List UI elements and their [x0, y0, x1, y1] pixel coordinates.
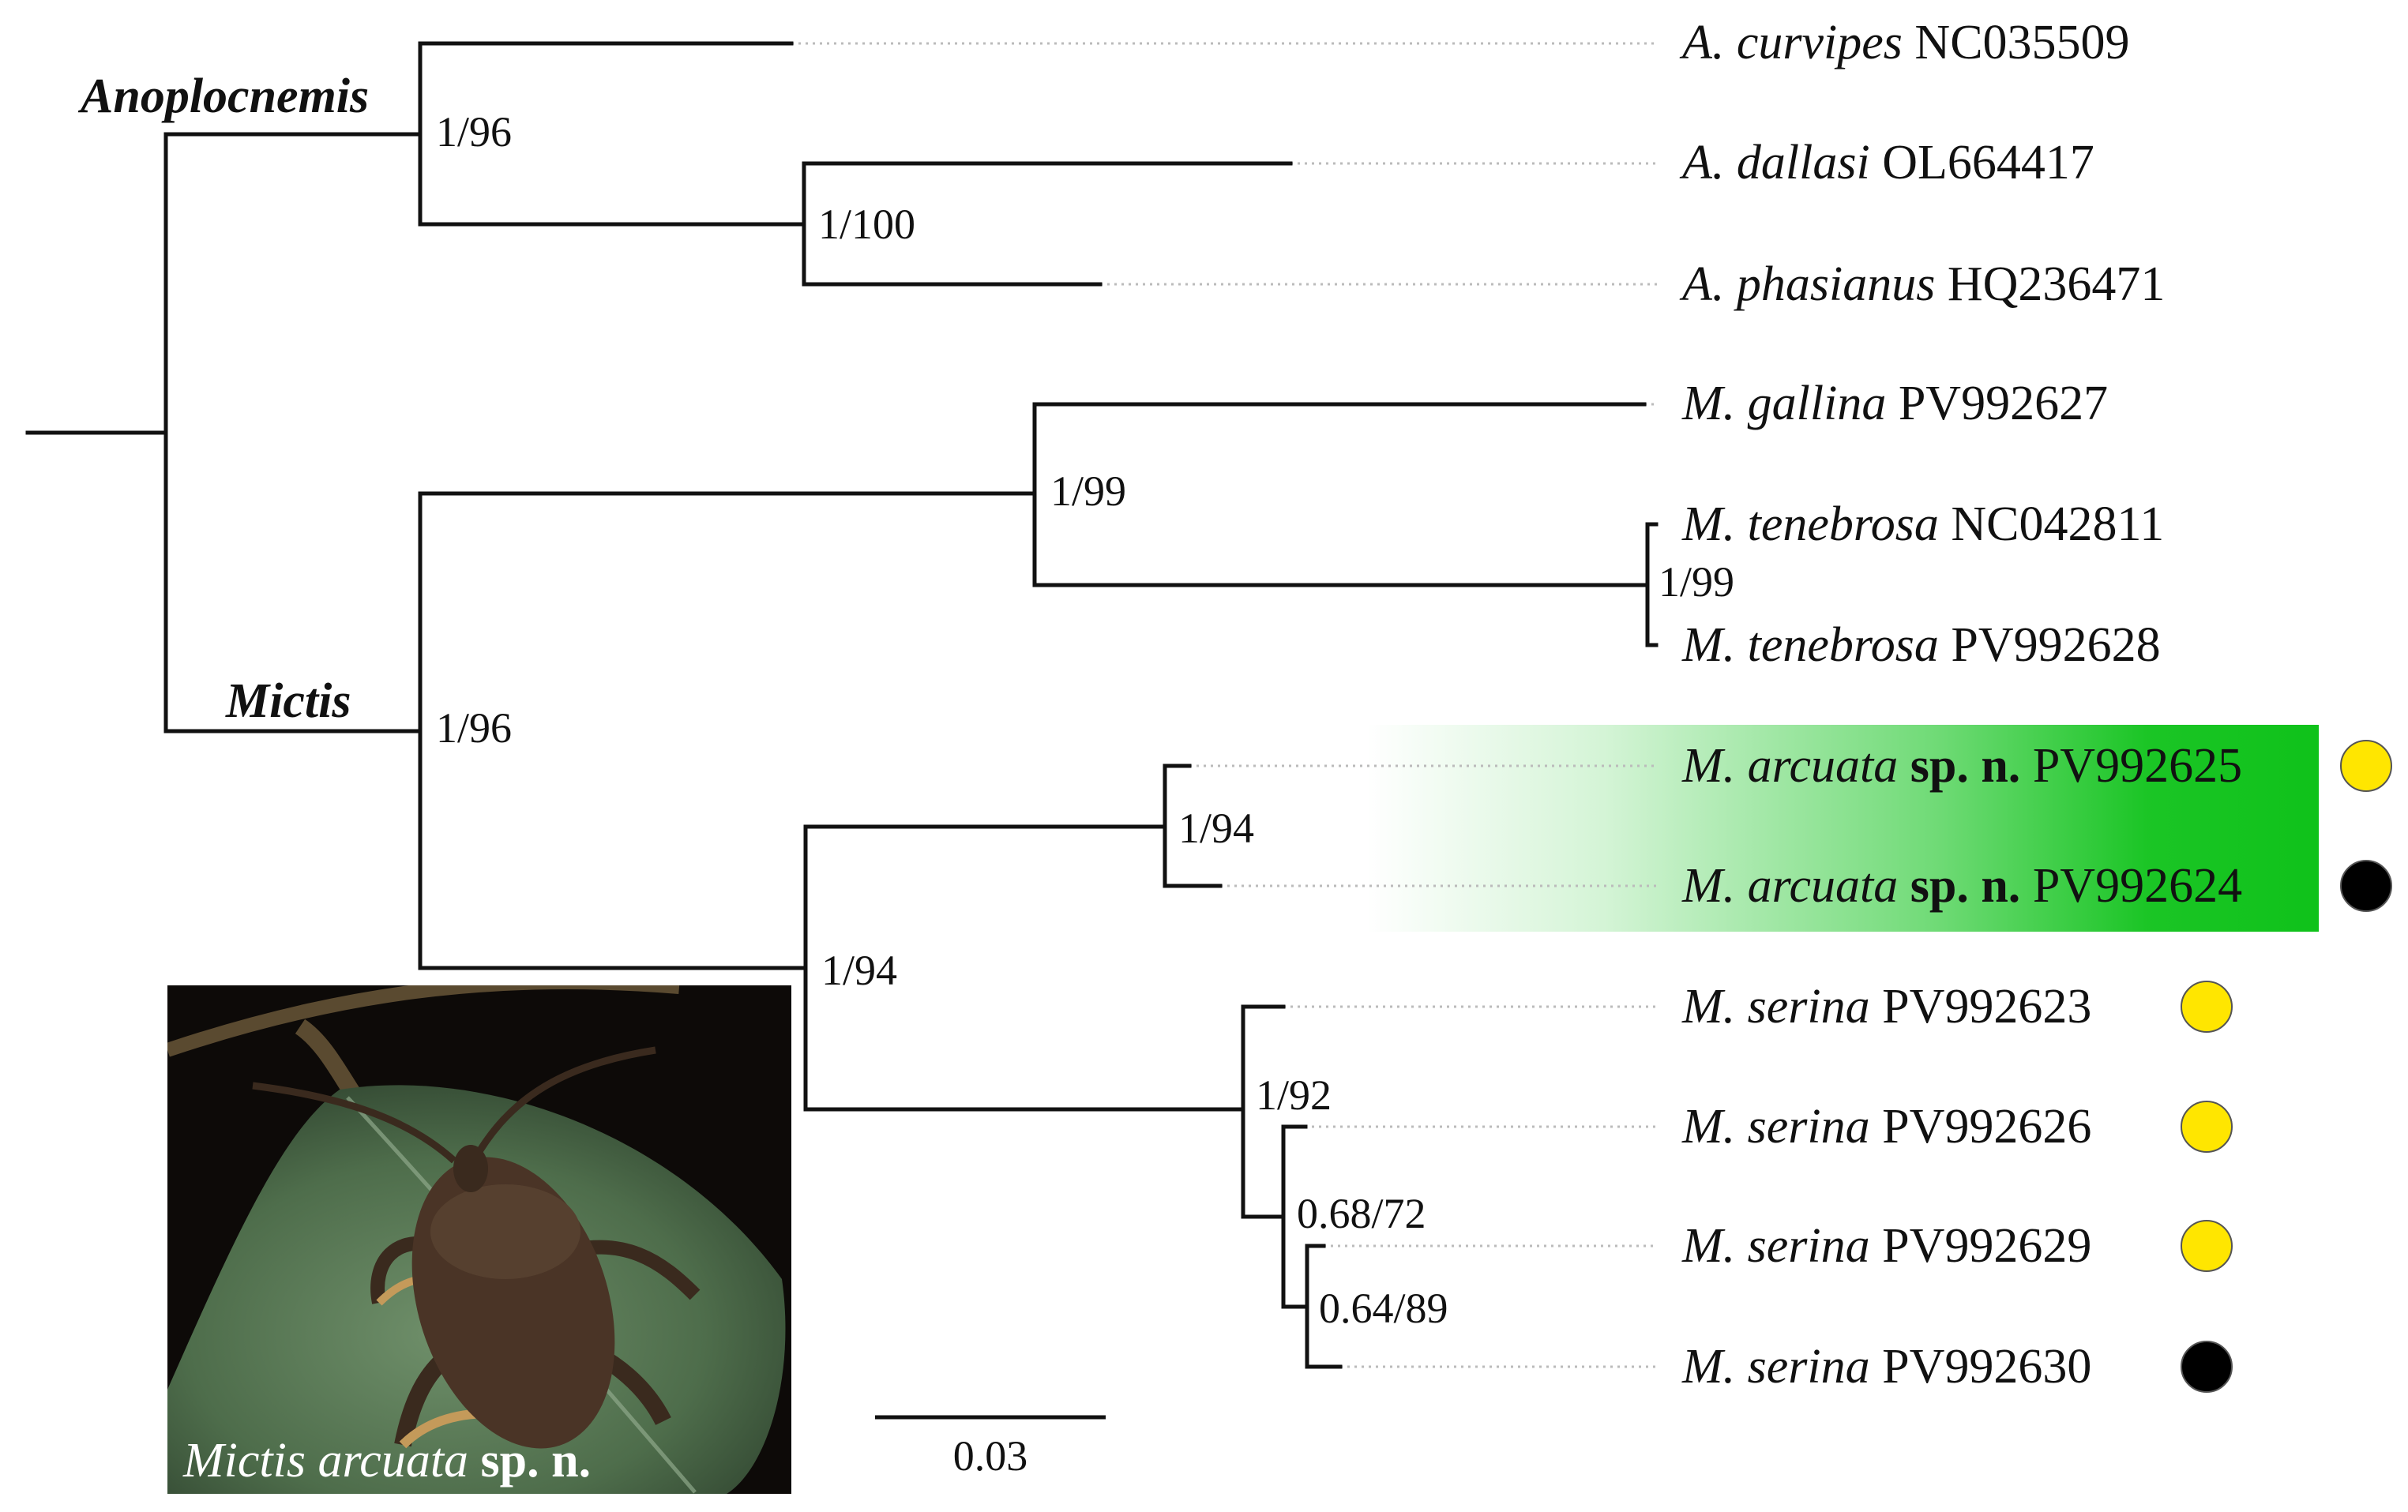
- scale-bar-label: 0.03: [953, 1432, 1028, 1480]
- support-root-anoplocnemis: 1/96: [436, 108, 512, 156]
- tip-label: A. phasianus HQ236471: [1679, 257, 2165, 311]
- support-dallasi-phasianus: 1/100: [818, 201, 915, 248]
- new-species-highlight: [1366, 725, 2319, 932]
- yellow-dot-marker: [2181, 1220, 2233, 1272]
- black-dot-marker: [2181, 1341, 2233, 1393]
- support-serina-clade: 1/92: [1256, 1071, 1332, 1119]
- tip-label: M. tenebrosa PV992628: [1681, 618, 2161, 672]
- support-tenebrosa-pair: 1/99: [1659, 558, 1734, 606]
- tip-label: M. serina PV992629: [1681, 1219, 2091, 1273]
- genus-label-mictis: Mictis: [225, 674, 351, 728]
- photo-caption: Mictis arcuata sp. n.: [182, 1434, 591, 1488]
- support-root-mictis: 1/96: [436, 704, 512, 752]
- yellow-dot-marker: [2181, 981, 2233, 1033]
- support-arcuata-serina: 1/94: [821, 947, 897, 994]
- tip-label: A. dallasi OL664417: [1679, 136, 2094, 189]
- black-dot-marker: [2340, 860, 2392, 912]
- tip-label: M. arcuata sp. n. PV992625: [1681, 739, 2242, 793]
- scale-bar: 0.03: [875, 1415, 1106, 1480]
- genus-label-anoplocnemis: Anoplocnemis: [77, 69, 369, 123]
- tip-label: M. serina PV992626: [1681, 1100, 2091, 1154]
- support-arcuata-pair: 1/94: [1178, 805, 1254, 852]
- specimen-photo: Mictis arcuata sp. n.: [167, 985, 791, 1494]
- yellow-dot-marker: [2181, 1101, 2233, 1153]
- tip-label: M. gallina PV992627: [1681, 377, 2108, 430]
- support-gallina-tenebrosa: 1/99: [1050, 467, 1126, 515]
- tip-label: M. serina PV992630: [1681, 1340, 2091, 1394]
- haplotype-markers: [2181, 740, 2392, 1393]
- support-values: 1/96 1/100 1/96 1/99 1/99 1/94 1/94 1/92…: [436, 108, 1734, 1332]
- support-serina-sub1: 0.68/72: [1297, 1190, 1426, 1237]
- tip-label: M. arcuata sp. n. PV992624: [1681, 859, 2242, 913]
- support-serina-sub2: 0.64/89: [1319, 1285, 1448, 1332]
- tree-branches: [25, 41, 1659, 1369]
- tip-labels: A. curvipes NC035509 A. dallasi OL664417…: [1679, 16, 2242, 1394]
- leader-lines: [791, 42, 1657, 1368]
- yellow-dot-marker: [2340, 740, 2392, 792]
- tip-label: M. tenebrosa NC042811: [1681, 497, 2164, 551]
- tip-label: A. curvipes NC035509: [1679, 16, 2130, 69]
- tip-label: M. serina PV992623: [1681, 980, 2091, 1034]
